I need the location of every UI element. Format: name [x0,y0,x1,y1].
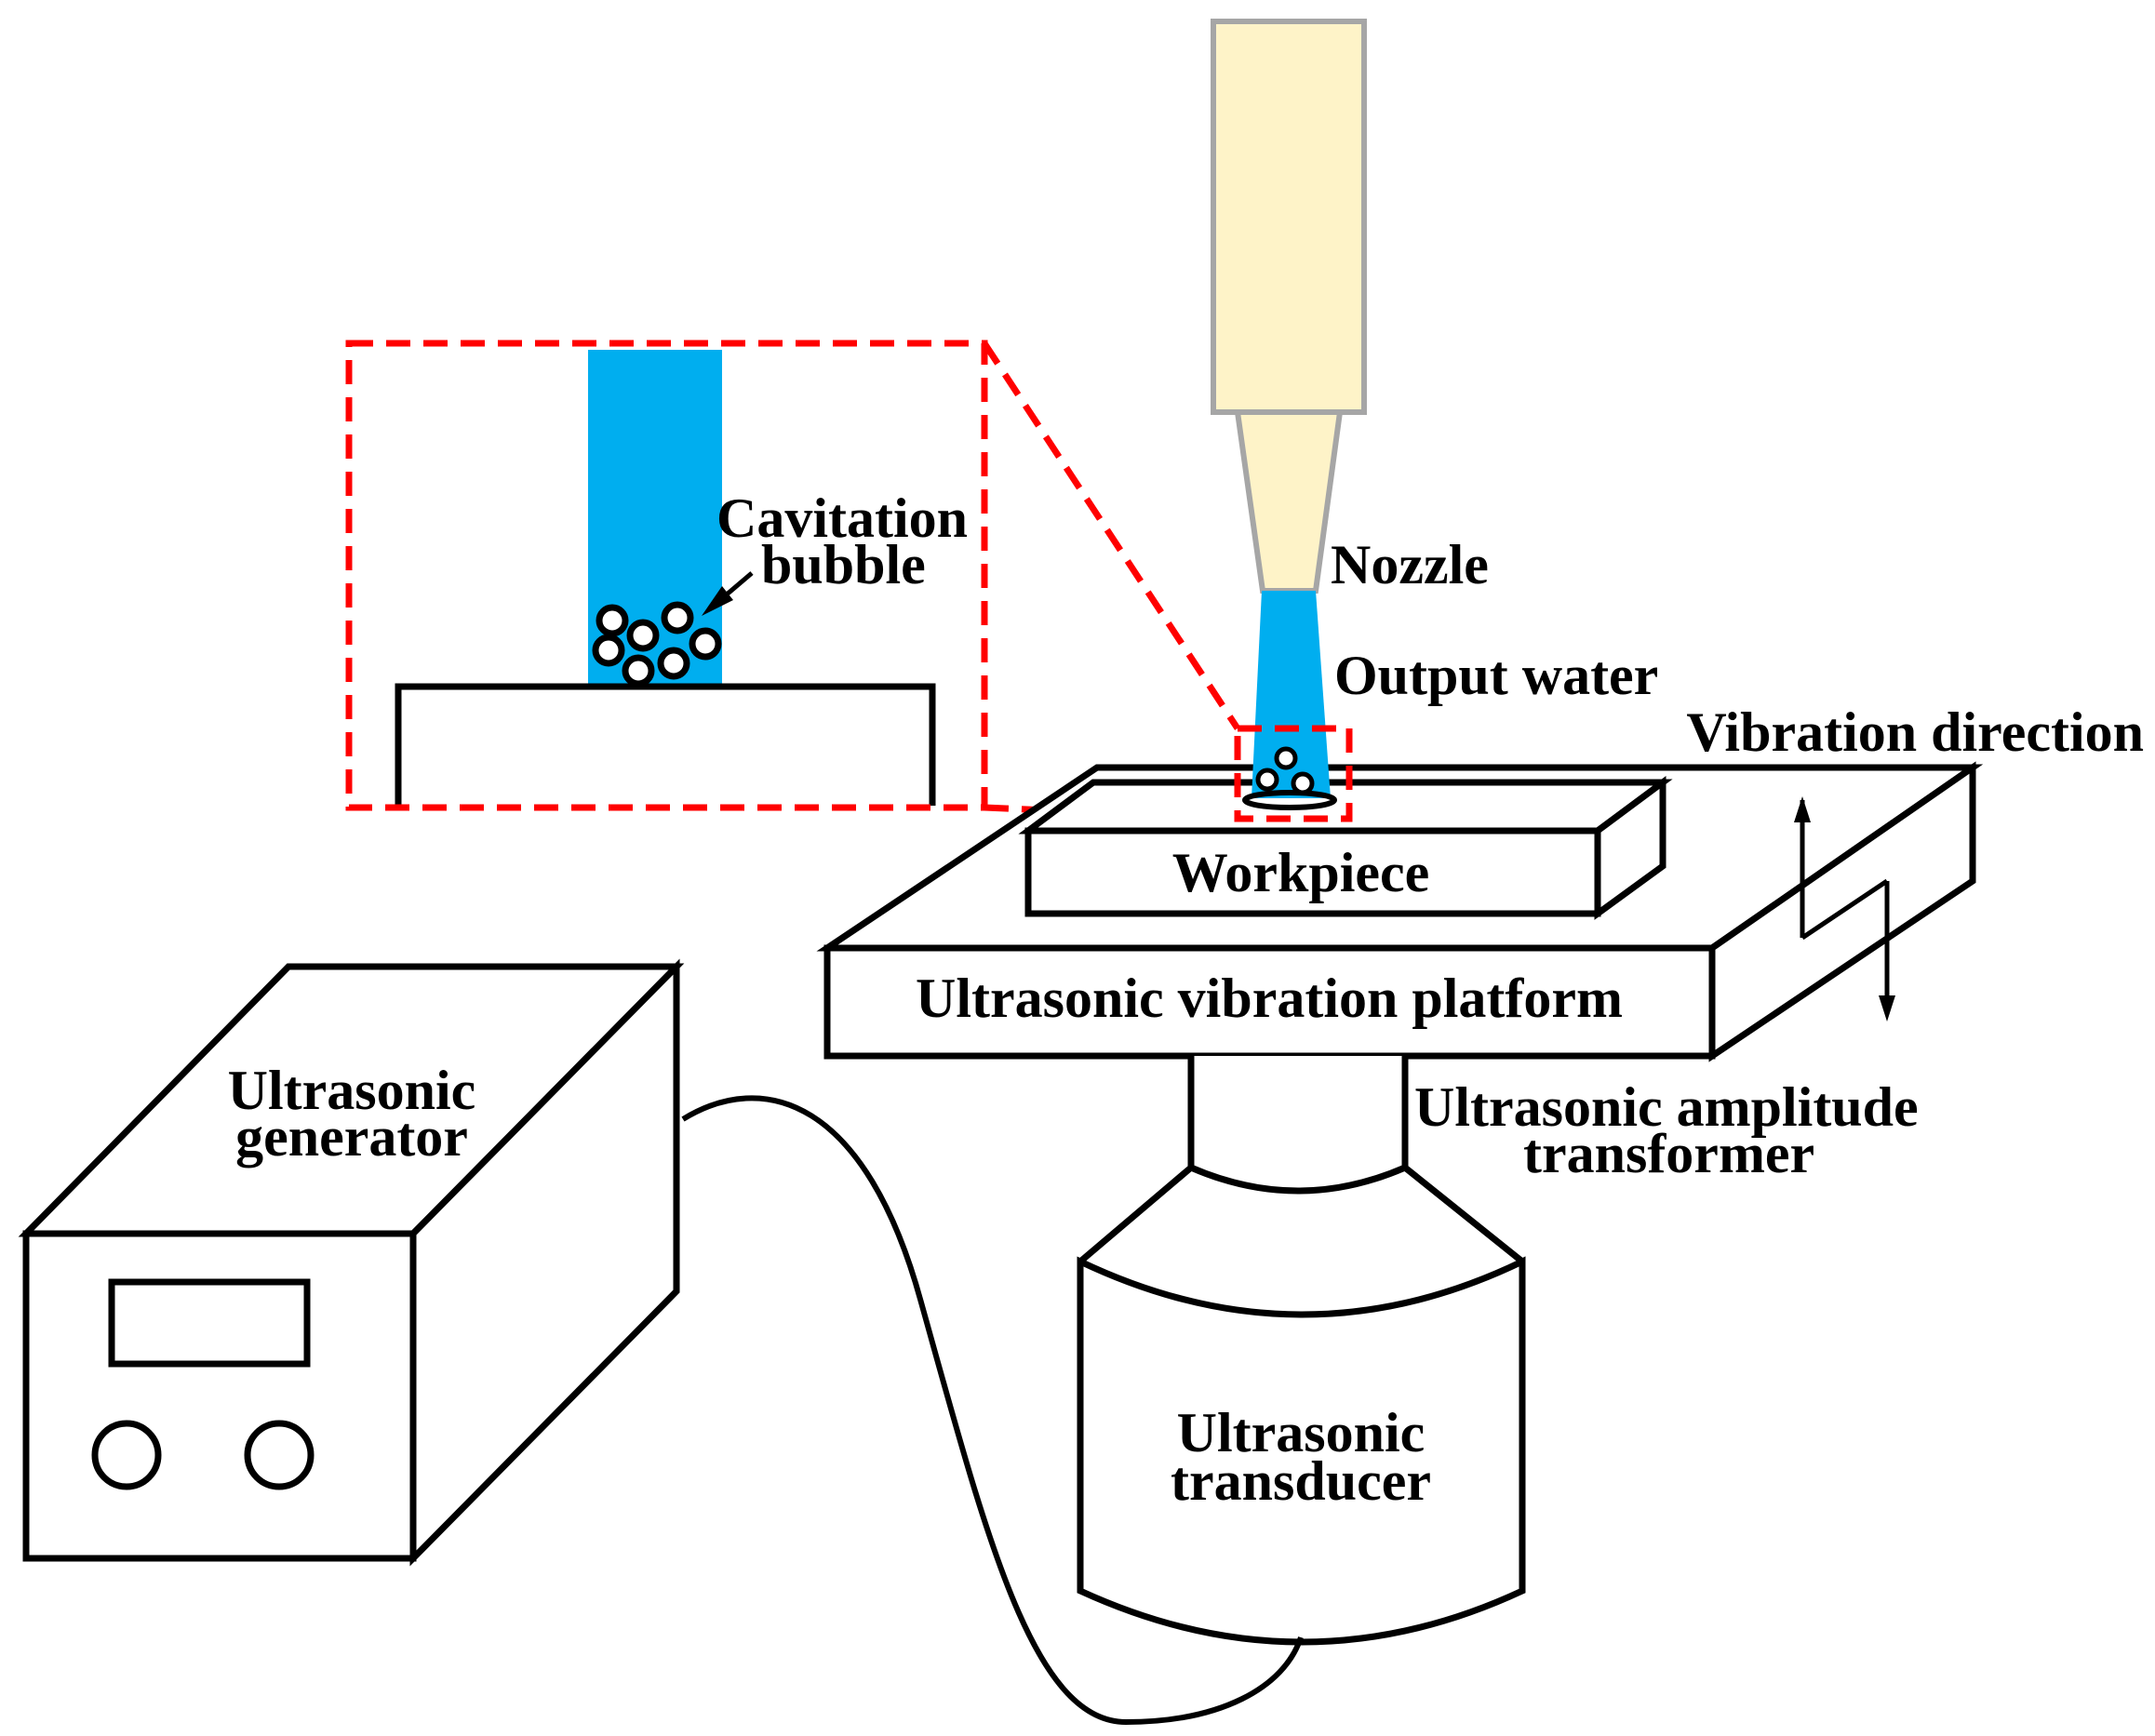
bubble [661,601,694,634]
generator-label-line1: Ultrasonic [228,1060,476,1121]
transducer-label-line2: transducer [1171,1450,1431,1512]
output-water-jet [1242,591,1337,810]
transformer-flare [1078,1165,1525,1264]
bubble [1291,771,1315,795]
vibration-direction-arrows [1794,796,1895,1022]
amplitude-transformer-label-line2: transformer [1523,1123,1814,1184]
bubble [689,627,722,661]
workpiece: Workpiece [1018,776,1673,920]
jet-highlight-box [1234,725,1353,822]
zoom-connector-lines [982,341,1240,822]
workpiece-label: Workpiece [1172,842,1430,903]
vibration-direction-label: Vibration direction [1686,701,2144,763]
bubble [622,654,655,688]
jet-impact-ring [1242,790,1337,810]
generator-knob-right [244,1420,315,1490]
nozzle-body [1211,19,1367,415]
inset-workpiece-outline [395,683,936,806]
platform-label: Ultrasonic vibration platform [916,968,1623,1029]
bubble [1274,746,1298,770]
bubble [1255,768,1279,792]
ultrasonic-transducer [1077,1256,1526,1646]
signal-cable [681,1095,1304,1726]
output-water-label: Output water [1334,645,1658,706]
nozzle [1211,19,1367,594]
cavitation-label-line2: bubble [761,534,926,595]
water-jet [1252,591,1331,798]
workpiece-top-face [1018,779,1673,835]
workpiece-front-face [1024,827,1601,917]
bubble [592,634,625,667]
generator-display [108,1278,311,1368]
generator-label-line2: generator [235,1106,468,1168]
nozzle-tip [1234,409,1344,594]
transformer-cylinder [1187,1056,1409,1195]
cavitation-pointer-arrow [702,571,754,616]
inset-cavitation-bubbles [592,601,722,688]
nozzle-label: Nozzle [1331,534,1489,595]
zoom-inset: Cavitation bubble [345,340,988,811]
inset-highlight-box [345,340,988,811]
amplitude-transformer [1078,1056,1525,1264]
transducer-body [1077,1256,1526,1646]
platform-front-face [823,944,1716,1060]
arrow-down-icon [1879,995,1895,1022]
cavitation-label-line1: Cavitation [716,487,968,549]
generator-knob-left [91,1420,162,1490]
amplitude-transformer-label-line1: Ultrasonic amplitude [1414,1076,1919,1138]
bubble [596,604,629,637]
ultrasonic-generator [18,958,685,1567]
jet-cavitation-bubbles [1255,746,1315,795]
arrow-up-icon [1794,796,1811,822]
bubble [657,647,690,680]
transducer-label-line1: Ultrasonic [1177,1402,1426,1463]
bubble [626,619,660,652]
